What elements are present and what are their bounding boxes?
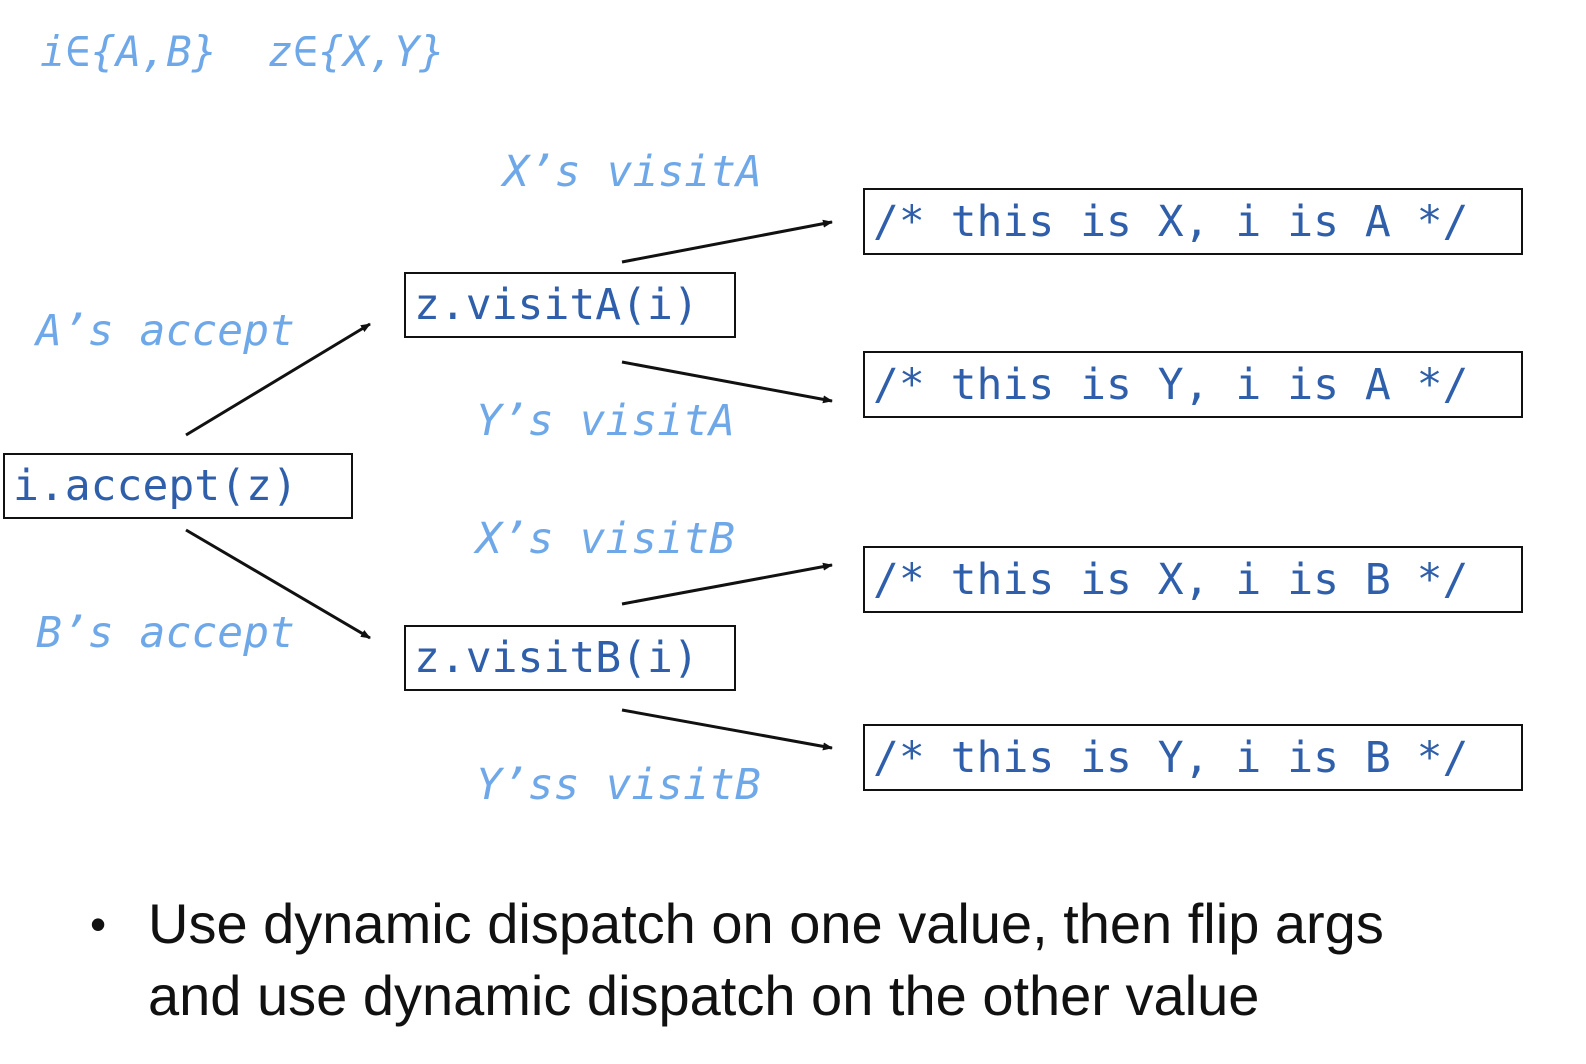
result-text-y-b: /* this is Y, i is B */ xyxy=(873,732,1469,783)
label-y-visita: Y’s visitA xyxy=(476,396,735,446)
result-box-x-b: /* this is X, i is B */ xyxy=(863,546,1523,613)
bullet-point: • Use dynamic dispatch on one value, the… xyxy=(90,888,1550,1032)
result-text-x-b: /* this is X, i is B */ xyxy=(873,554,1469,605)
label-b-accept: B’s accept xyxy=(36,608,295,658)
arrow-visitb-to-xb xyxy=(621,562,833,606)
type-constraints: i∈{A,B} z∈{X,Y} xyxy=(40,27,445,76)
result-text-y-a: /* this is Y, i is A */ xyxy=(873,359,1469,410)
result-box-x-a: /* this is X, i is A */ xyxy=(863,188,1523,255)
accept-call-text: i.accept(z) xyxy=(13,461,298,511)
result-box-y-a: /* this is Y, i is A */ xyxy=(863,351,1523,418)
label-a-accept: A’s accept xyxy=(36,306,295,356)
arrow-visitb-to-yb xyxy=(621,708,833,751)
bullet-text-line-1: Use dynamic dispatch on one value, then … xyxy=(148,892,1384,955)
arrow-visita-to-xa xyxy=(621,219,833,264)
label-y-visitb: Y’ss visitB xyxy=(476,760,761,810)
result-text-x-a: /* this is X, i is A */ xyxy=(873,196,1469,247)
label-x-visitb: X’s visitB xyxy=(476,514,735,564)
result-box-y-b: /* this is Y, i is B */ xyxy=(863,724,1523,791)
bullet-marker: • xyxy=(90,898,107,950)
accept-call-box: i.accept(z) xyxy=(3,453,353,519)
visitb-call-box: z.visitB(i) xyxy=(404,625,736,691)
visitb-call-text: z.visitB(i) xyxy=(414,633,699,683)
visita-call-box: z.visitA(i) xyxy=(404,272,736,338)
label-x-visita: X’s visitA xyxy=(503,147,762,197)
visita-call-text: z.visitA(i) xyxy=(414,280,699,330)
bullet-text-line-2: and use dynamic dispatch on the other va… xyxy=(148,964,1260,1027)
bullet-text: Use dynamic dispatch on one value, then … xyxy=(148,888,1550,1032)
